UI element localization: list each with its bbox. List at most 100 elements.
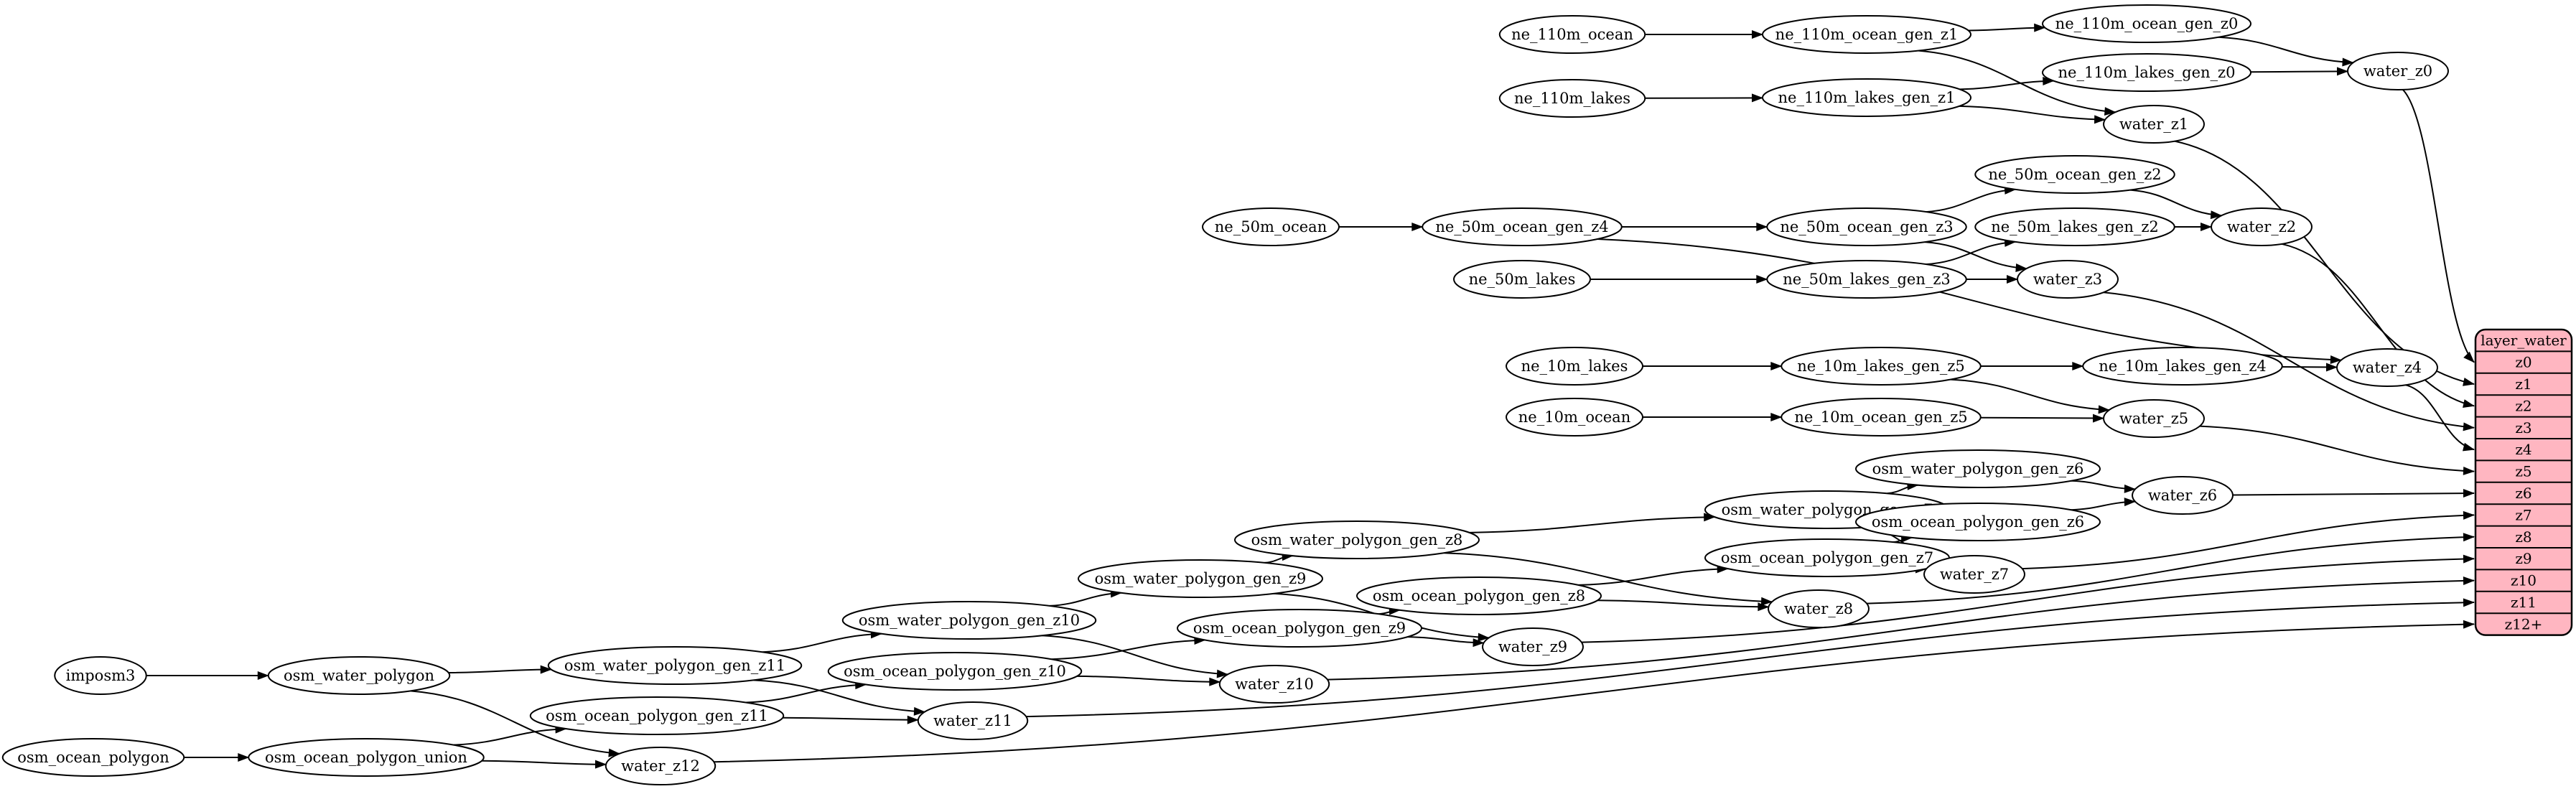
node-water_z5: water_z5 (2103, 399, 2205, 438)
layer-water-row-z3-label: z3 (2515, 419, 2531, 436)
edge-osm_water_polygon_gen_z9-to-osm_water_polygon_gen_z8 (1264, 552, 1294, 564)
node-water_z2-label: water_z2 (2227, 218, 2296, 235)
edge-ne_10m_lakes_gen_z4-to-water_z4 (2282, 363, 2338, 372)
node-osm_water_polygon_gen_z11-label: osm_water_polygon_gen_z11 (564, 657, 785, 674)
node-ne_50m_ocean_gen_z3-ellipse (1766, 207, 1967, 246)
node-osm_ocean_polygon-label: osm_ocean_polygon (17, 749, 169, 766)
node-water_z9: water_z9 (1482, 627, 1584, 666)
node-water_z0-ellipse (2347, 52, 2449, 90)
node-ne_10m_lakes_gen_z5: ne_10m_lakes_gen_z5 (1781, 347, 1982, 386)
node-ne_10m_lakes_gen_z4-label: ne_10m_lakes_gen_z4 (2099, 358, 2267, 375)
node-ne_50m_lakes_gen_z3-ellipse (1766, 260, 1967, 299)
edge-osm_water_polygon_gen_z7-to-osm_water_polygon_gen_z6 (1887, 481, 1919, 495)
node-osm_ocean_polygon_gen_z9-label: osm_ocean_polygon_gen_z9 (1193, 620, 1406, 637)
node-ne_110m_ocean_gen_z0: ne_110m_ocean_gen_z0 (2042, 4, 2251, 43)
node-ne_110m_ocean_gen_z1: ne_110m_ocean_gen_z1 (1762, 15, 1971, 54)
node-water_z7: water_z7 (1923, 555, 2025, 594)
edge-osm_water_polygon_gen_z10-to-water_z10 (1042, 635, 1228, 678)
edge-ne_110m_lakes_gen_z0-to-water_z0 (2250, 67, 2348, 76)
node-ne_50m_ocean_gen_z2-label: ne_50m_ocean_gen_z2 (1988, 166, 2161, 183)
node-osm_water_polygon-label: osm_water_polygon (284, 667, 434, 684)
edge-ne_50m_ocean_gen_z3-to-ne_50m_ocean_gen_z2 (1926, 185, 2017, 213)
node-osm_water_polygon_gen_z9: osm_water_polygon_gen_z9 (1078, 559, 1323, 598)
edge-osm_water_polygon_gen_z11-to-water_z11 (753, 679, 925, 716)
node-osm_ocean_polygon_gen_z6: osm_ocean_polygon_gen_z6 (1855, 503, 2101, 541)
node-ne_110m_lakes: ne_110m_lakes (1498, 79, 1646, 118)
node-osm_ocean_polygon_gen_z11: osm_ocean_polygon_gen_z11 (529, 696, 785, 735)
edge-osm_ocean_polygon_gen_z11-to-osm_ocean_polygon_gen_z10 (745, 681, 867, 704)
node-ne_110m_lakes_gen_z1-ellipse (1762, 78, 1971, 117)
node-osm_ocean_polygon_gen_z7: osm_ocean_polygon_gen_z7 (1704, 538, 1950, 577)
node-osm_ocean_polygon_gen_z10: osm_ocean_polygon_gen_z10 (827, 652, 1083, 691)
node-ne_10m_lakes_gen_z4: ne_10m_lakes_gen_z4 (2082, 347, 2283, 386)
layer-water-row-z9-label: z9 (2515, 550, 2531, 567)
edge-osm_ocean_polygon_gen_z10-to-osm_ocean_polygon_gen_z9 (1051, 636, 1206, 660)
edge-osm_ocean_polygon_union-to-osm_ocean_polygon_gen_z11 (453, 724, 567, 746)
layer-water-row-z4-label: z4 (2515, 441, 2531, 458)
node-water_z0-label: water_z0 (2363, 62, 2432, 80)
node-ne_50m_ocean_gen_z2-ellipse (1974, 155, 2175, 194)
node-water_z2: water_z2 (2211, 207, 2313, 246)
node-water_z6-label: water_z6 (2148, 487, 2217, 504)
node-ne_50m_ocean_gen_z4-ellipse (1422, 207, 1623, 246)
node-ne_50m_ocean_gen_z4-label: ne_50m_ocean_gen_z4 (1435, 218, 1608, 235)
edge-osm_water_polygon_gen_z8-to-water_z8 (1444, 552, 1773, 606)
node-osm_water_polygon_gen_z11: osm_water_polygon_gen_z11 (547, 646, 803, 685)
node-ne_10m_lakes_gen_z5-ellipse (1781, 347, 1982, 386)
node-ne_110m_lakes_gen_z1-label: ne_110m_lakes_gen_z1 (1778, 89, 1956, 106)
node-osm_ocean_polygon_gen_z11-label: osm_ocean_polygon_gen_z11 (546, 707, 768, 724)
node-ne_110m_lakes_gen_z0-ellipse (2042, 53, 2251, 92)
node-ne_10m_lakes: ne_10m_lakes (1506, 347, 1643, 386)
node-osm_ocean_polygon_gen_z9-ellipse (1177, 609, 1422, 648)
edge-water_z0-to-layer_water-z0 (2402, 89, 2475, 363)
node-ne_110m_lakes_gen_z1: ne_110m_lakes_gen_z1 (1762, 78, 1971, 117)
node-osm_ocean_polygon-ellipse (1, 738, 185, 777)
node-osm_ocean_polygon_gen_z11-ellipse (529, 696, 785, 735)
node-ne_50m_ocean_gen_z3-label: ne_50m_ocean_gen_z3 (1780, 218, 1953, 235)
node-ne_50m_lakes: ne_50m_lakes (1453, 260, 1591, 299)
node-water_z12-label: water_z12 (621, 757, 700, 775)
edge-osm_water_polygon_gen_z6-to-water_z6 (2071, 480, 2136, 493)
node-water_z4-label: water_z4 (2353, 359, 2422, 376)
edge-water_z11-to-layer_water-z11 (1026, 598, 2475, 718)
edge-osm_ocean_polygon_gen_z9-to-osm_ocean_polygon_gen_z8 (1378, 606, 1401, 615)
node-water_z11-label: water_z11 (933, 712, 1012, 729)
node-ne_110m_lakes-label: ne_110m_lakes (1514, 90, 1630, 107)
node-ne_110m_lakes_gen_z0: ne_110m_lakes_gen_z0 (2042, 53, 2251, 92)
node-osm_ocean_polygon_union-label: osm_ocean_polygon_union (265, 749, 467, 766)
edge-ne_110m_ocean_gen_z1-to-ne_110m_ocean_gen_z0 (1968, 23, 2046, 32)
layer-water-row-z11-label: z11 (2511, 594, 2537, 611)
node-ne_50m_lakes_gen_z3-label: ne_50m_lakes_gen_z3 (1783, 271, 1951, 288)
edge-water_z2-to-layer_water-z2 (2281, 243, 2475, 408)
edge-osm_water_polygon-to-osm_water_polygon_gen_z11 (448, 665, 552, 674)
layer-water-row-z0-label: z0 (2515, 354, 2531, 371)
node-water_z11: water_z11 (917, 701, 1029, 740)
node-osm_ocean_polygon_gen_z8-ellipse (1356, 576, 1602, 615)
node-osm_water_polygon_gen_z11-ellipse (547, 646, 803, 685)
edge-ne_110m_lakes_gen_z1-to-ne_110m_lakes_gen_z0 (1959, 76, 2055, 90)
node-water_z6: water_z6 (2132, 476, 2234, 515)
edge-ne_110m_ocean_gen_z0-to-water_z0 (2218, 36, 2354, 67)
edge-osm_ocean_polygon_gen_z9-to-water_z9 (1407, 636, 1485, 648)
node-water_z3-label: water_z3 (2033, 271, 2102, 288)
node-ne_110m_ocean-ellipse (1498, 15, 1646, 54)
node-water_z2-ellipse (2211, 207, 2313, 246)
node-water_z3-ellipse (2017, 260, 2119, 299)
edge-water_z6-to-layer_water-z6 (2232, 489, 2475, 498)
edge-ne_110m_lakes_gen_z1-to-water_z1 (1959, 105, 2106, 124)
node-osm_water_polygon_gen_z9-ellipse (1078, 559, 1323, 598)
node-ne_10m_lakes-ellipse (1506, 347, 1643, 386)
layer-water-row-z6-label: z6 (2515, 485, 2531, 502)
node-water_z12-ellipse (605, 747, 717, 785)
node-water_z4-ellipse (2336, 348, 2438, 387)
layer-water-row-z12+-label: z12+ (2505, 615, 2543, 632)
edge-osm_ocean_polygon_gen_z8-to-water_z8 (1597, 599, 1770, 612)
node-ne_10m_lakes_gen_z5-label: ne_10m_lakes_gen_z5 (1797, 358, 1965, 375)
node-osm_water_polygon_gen_z9-label: osm_water_polygon_gen_z9 (1095, 570, 1307, 587)
node-ne_10m_ocean: ne_10m_ocean (1506, 398, 1643, 436)
node-ne_10m_ocean_gen_z5-label: ne_10m_ocean_gen_z5 (1794, 408, 1967, 426)
node-ne_110m_lakes-ellipse (1498, 79, 1646, 118)
node-imposm3-ellipse (54, 656, 147, 695)
